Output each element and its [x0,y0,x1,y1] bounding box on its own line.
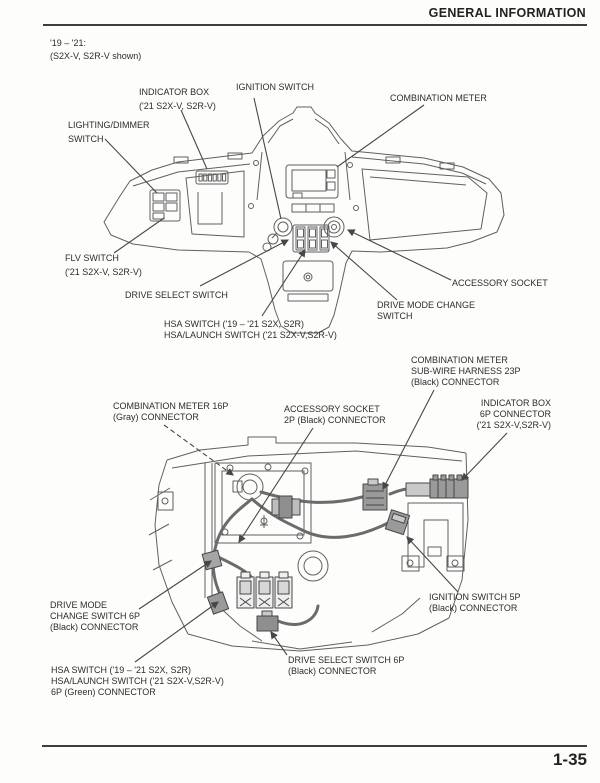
leader-indicator-box-6p [461,432,508,481]
switch-bank-back-part [236,571,293,609]
leader-drive-mode-6p [138,560,212,610]
leader-combination-meter [336,104,425,168]
label-combination-meter-16p: COMBINATION METER 16P (Gray) CONNECTOR [113,401,229,422]
label-drive-select-switch: DRIVE SELECT SWITCH [125,290,228,300]
leader-lighting-dimmer [104,138,158,194]
leader-combination-meter-16p [163,424,234,476]
leader-hsa-6p [134,601,219,663]
label-ignition-switch: IGNITION SWITCH [236,82,314,92]
page-title: GENERAL INFORMATION [428,6,586,20]
wire-harness [211,486,434,626]
diagram2-leaders [134,389,508,663]
leader-drive-select-6p [270,631,288,656]
leader-ignition-switch-5p [406,536,459,593]
leader-accessory-socket [346,229,452,281]
label-drive-mode-change-switch: DRIVE MODE CHANGE SWITCH [377,300,476,321]
label-combination-meter: COMBINATION METER [390,93,487,103]
rocker-switch-bank-part [292,224,330,253]
label-hsa-switch-6p: HSA SWITCH ('19 – '21 S2X, S2R) HSA/LAUN… [51,665,224,697]
label-indicator-box-6p: INDICATOR BOX 6P CONNECTOR ('21 S2X-V,S2… [476,398,551,430]
page-number: 1-35 [552,750,587,769]
hsa-6p-connector-part [206,591,230,615]
label-drive-select-switch-6p: DRIVE SELECT SWITCH 6P (Black) CONNECTOR [288,655,405,676]
header-rule [43,24,587,27]
leader-ignition-switch [253,97,282,220]
combination-meter-part [285,164,339,213]
footer-rule [42,745,587,748]
leader-drive-select [199,239,290,287]
leader-flv-switch [113,217,165,254]
indicator-box-part [195,170,229,185]
label-ignition-switch-5p: IGNITION SWITCH 5P (Black) CONNECTOR [429,592,521,613]
ignition-5p-connector-part [384,509,411,536]
label-flv-switch: FLV SWITCH ('21 S2X-V, S2R-V) [65,253,142,277]
leader-indicator-box [180,109,208,170]
variant-note: '19 – '21: (S2X-V, S2R-V shown) [50,38,142,61]
label-combination-meter-sub-wire-23p: COMBINATION METER SUB-WIRE HARNESS 23P (… [411,355,521,387]
console-part [282,260,334,302]
drive-select-6p-connector-part [256,610,279,632]
indicator-6p-connector-part [405,474,469,499]
diagram1-leaders [104,97,452,317]
leader-drive-mode [330,241,398,301]
harness-diagram [148,436,469,652]
dashboard-diagram [103,106,505,334]
label-lighting-dimmer-switch: LIGHTING/DIMMER SWITCH [68,120,150,144]
switch-panel-part [149,189,181,222]
sub-harness-23p-connector-part [362,478,388,511]
leader-sub-harness-23p [382,389,435,491]
label-indicator-box: INDICATOR BOX ('21 S2X-V, S2R-V) [139,87,216,111]
leader-hsa-switch [261,249,306,317]
label-hsa-switch: HSA SWITCH ('19 – '21 S2X, S2R) HSA/LAUN… [164,319,337,340]
label-accessory-socket-2p: ACCESSORY SOCKET 2P (Black) CONNECTOR [284,404,386,425]
drive-mode-6p-connector-part [201,549,223,571]
label-drive-mode-change-switch-6p: DRIVE MODE CHANGE SWITCH 6P (Black) CONN… [50,600,141,632]
leader-accessory-socket-2p [238,427,314,543]
label-accessory-socket: ACCESSORY SOCKET [452,278,548,288]
